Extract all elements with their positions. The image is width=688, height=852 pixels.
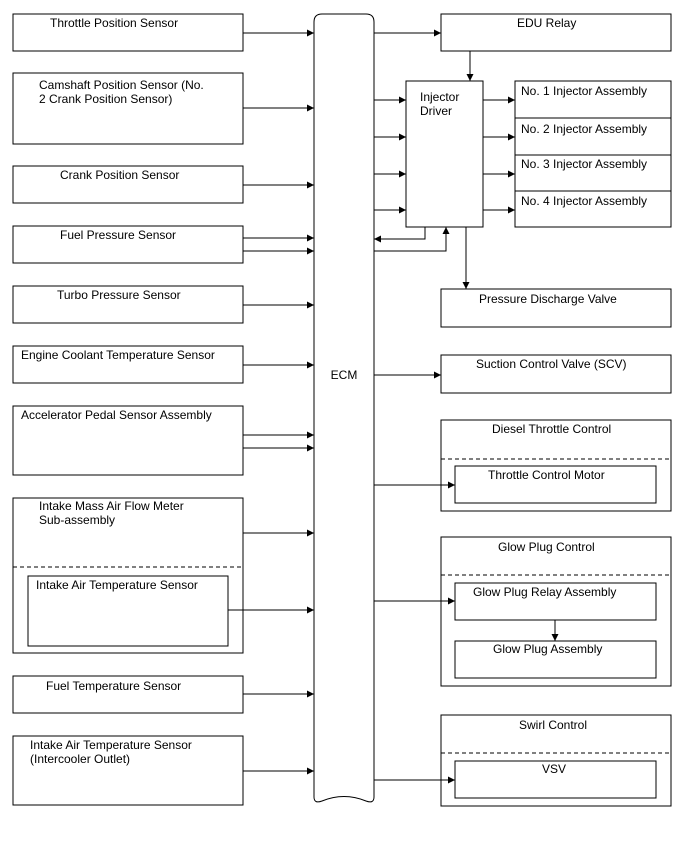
injector-1-label: No. 1 Injector Assembly — [521, 84, 647, 98]
injector-driver-label-2: Driver — [420, 104, 452, 118]
injector-group-box — [514, 80, 672, 228]
glow-plug-assembly-box — [454, 640, 657, 679]
camshaft-position-sensor-box — [12, 72, 244, 145]
swirl-control-label: Swirl Control — [519, 718, 587, 732]
injector-4-label: No. 4 Injector Assembly — [521, 194, 647, 208]
throttle-control-motor-box — [454, 465, 657, 504]
vsv-label: VSV — [542, 762, 566, 776]
throttle-control-motor-label: Throttle Control Motor — [488, 468, 605, 482]
fuel-temp-sensor-box — [12, 675, 244, 714]
glow-plug-control-label: Glow Plug Control — [498, 540, 595, 554]
crank-position-sensor-label: Crank Position Sensor — [60, 168, 179, 182]
glow-plug-assembly-label: Glow Plug Assembly — [493, 642, 602, 656]
intake-air-temp-sensor-box — [27, 575, 229, 647]
maf-meter-label-2: Sub-assembly — [39, 513, 115, 527]
turbo-pressure-sensor-label: Turbo Pressure Sensor — [57, 288, 181, 302]
vsv-box — [454, 760, 657, 799]
driver-feedback-wire — [374, 227, 426, 243]
throttle-position-sensor-box — [12, 13, 244, 52]
injector-driver-box — [405, 80, 484, 228]
fuel-temp-sensor-label: Fuel Temperature Sensor — [46, 679, 181, 693]
ecm-block — [313, 13, 375, 803]
fuel-pressure-sensor-label: Fuel Pressure Sensor — [60, 228, 176, 242]
throttle-position-sensor-label: Throttle Position Sensor — [50, 16, 178, 30]
engine-coolant-sensor-box — [12, 345, 244, 384]
ecm-to-driver-bottom-wire — [374, 227, 450, 252]
injector-3-label: No. 3 Injector Assembly — [521, 157, 647, 171]
injector-2-label: No. 2 Injector Assembly — [521, 122, 647, 136]
pressure-discharge-valve-box — [440, 288, 672, 328]
intercooler-temp-sensor-box — [12, 735, 244, 806]
scv-box — [440, 354, 672, 394]
diesel-throttle-control-label: Diesel Throttle Control — [492, 422, 611, 436]
scv-label: Suction Control Valve (SCV) — [476, 357, 627, 371]
intercooler-temp-sensor-label-2: (Intercooler Outlet) — [30, 752, 130, 766]
intake-air-temp-sensor-label: Intake Air Temperature Sensor — [36, 578, 198, 592]
edu-relay-label: EDU Relay — [517, 16, 576, 30]
accelerator-pedal-sensor-box — [12, 405, 244, 476]
intercooler-temp-sensor-label-1: Intake Air Temperature Sensor — [30, 738, 192, 752]
crank-position-sensor-box — [12, 165, 244, 204]
fuel-pressure-sensor-box — [12, 225, 244, 264]
glow-plug-relay-label: Glow Plug Relay Assembly — [473, 585, 616, 599]
pressure-discharge-valve-label: Pressure Discharge Valve — [479, 292, 617, 306]
camshaft-position-sensor-label-2: 2 Crank Position Sensor) — [39, 92, 172, 106]
camshaft-position-sensor-label-1: Camshaft Position Sensor (No. — [39, 78, 204, 92]
turbo-pressure-sensor-box — [12, 285, 244, 324]
maf-meter-label-1: Intake Mass Air Flow Meter — [39, 499, 184, 513]
injector-driver-label-1: Injector — [420, 90, 459, 104]
engine-coolant-sensor-label: Engine Coolant Temperature Sensor — [21, 348, 215, 362]
ecm-label: ECM — [331, 368, 358, 382]
accelerator-pedal-sensor-label: Accelerator Pedal Sensor Assembly — [21, 408, 212, 422]
